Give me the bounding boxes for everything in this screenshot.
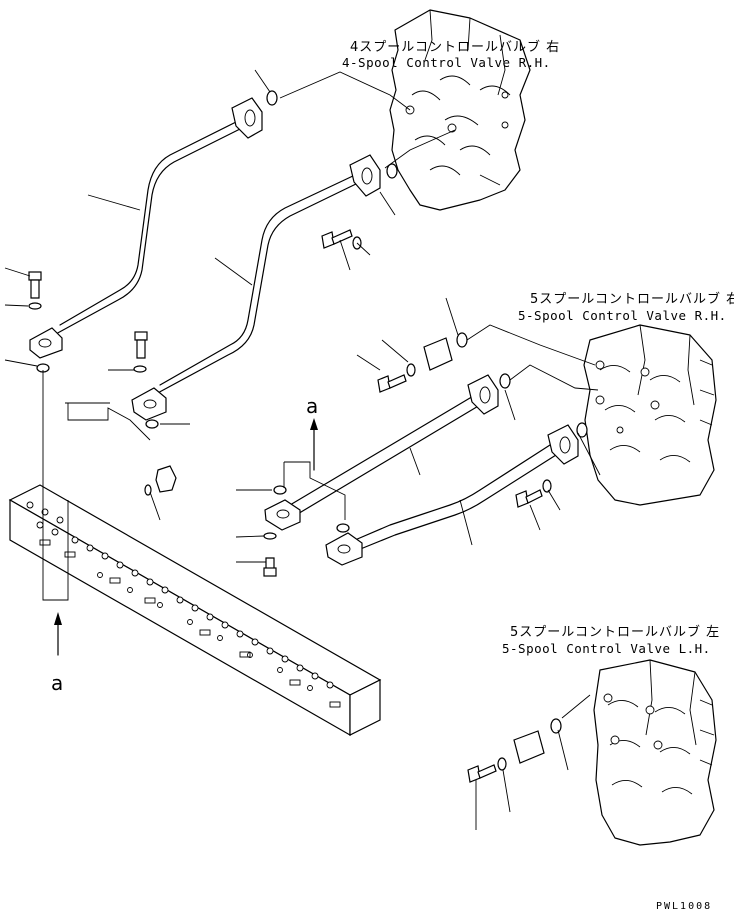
- washer-left-1-icon: [28, 302, 42, 310]
- oring-2-icon: [386, 163, 398, 179]
- oring-10-icon: [550, 718, 562, 734]
- washer-left-2-icon: [133, 365, 147, 373]
- leader-lines: [4, 69, 601, 830]
- bolt-lower-icon: [467, 764, 497, 783]
- bolt-left-2-icon: [134, 331, 148, 359]
- manifold-block: [8, 484, 382, 737]
- bolt-top-mid-icon: [321, 229, 353, 249]
- oring-5-icon: [576, 422, 588, 438]
- valve-4spool-rh-jp-label: 4スプールコントロールバルブ 右: [350, 39, 560, 55]
- oring-7-icon: [145, 419, 159, 429]
- cover-plate-2: [513, 730, 545, 764]
- control-valve-4spool-rh: [389, 9, 531, 211]
- oring-4-icon: [499, 373, 511, 389]
- bolt-center-icon: [263, 557, 277, 577]
- oring-1-icon: [266, 90, 278, 106]
- tube-3: [264, 374, 499, 531]
- elbow-fitting: [155, 465, 177, 493]
- drawing-code: PWL1008: [656, 901, 712, 912]
- washer-center-icon: [263, 532, 277, 540]
- small-oring-icon: [144, 484, 152, 496]
- washer-mid-icon: [406, 363, 416, 377]
- washer-right-icon: [542, 479, 552, 493]
- oring-9-icon: [336, 523, 350, 533]
- valve-5spool-lh-jp-label: 5スプールコントロールバルブ 左: [510, 624, 720, 640]
- view-arrow-upper: [310, 418, 318, 471]
- valve-4spool-rh-en-label: 4-Spool Control Valve R.H.: [342, 55, 551, 70]
- view-marker-lower: a: [51, 671, 63, 695]
- bolt-left-1-icon: [28, 271, 42, 299]
- view-a-bounds: [42, 370, 346, 601]
- control-valve-5spool-rh: [583, 324, 717, 506]
- cover-plate-1: [423, 337, 453, 371]
- oring-3-icon: [456, 332, 468, 348]
- valve-5spool-rh-en-label: 5-Spool Control Valve R.H.: [518, 308, 727, 323]
- oring-8-icon: [273, 485, 287, 495]
- control-valve-5spool-lh: [593, 659, 717, 846]
- view-marker-upper: a: [306, 394, 318, 418]
- tube-2: [131, 154, 381, 421]
- tube-4: [325, 424, 579, 566]
- valve-5spool-lh-en-label: 5-Spool Control Valve L.H.: [502, 641, 711, 656]
- view-arrow-lower: [54, 612, 62, 656]
- valve-5spool-rh-jp-label: 5スプールコントロールバルブ 右: [530, 291, 734, 307]
- bolt-mid-icon: [377, 374, 407, 393]
- tube-1: [29, 97, 263, 359]
- bolt-right-icon: [515, 489, 543, 508]
- washer-lower-icon: [497, 757, 507, 771]
- fasteners: [28, 90, 588, 783]
